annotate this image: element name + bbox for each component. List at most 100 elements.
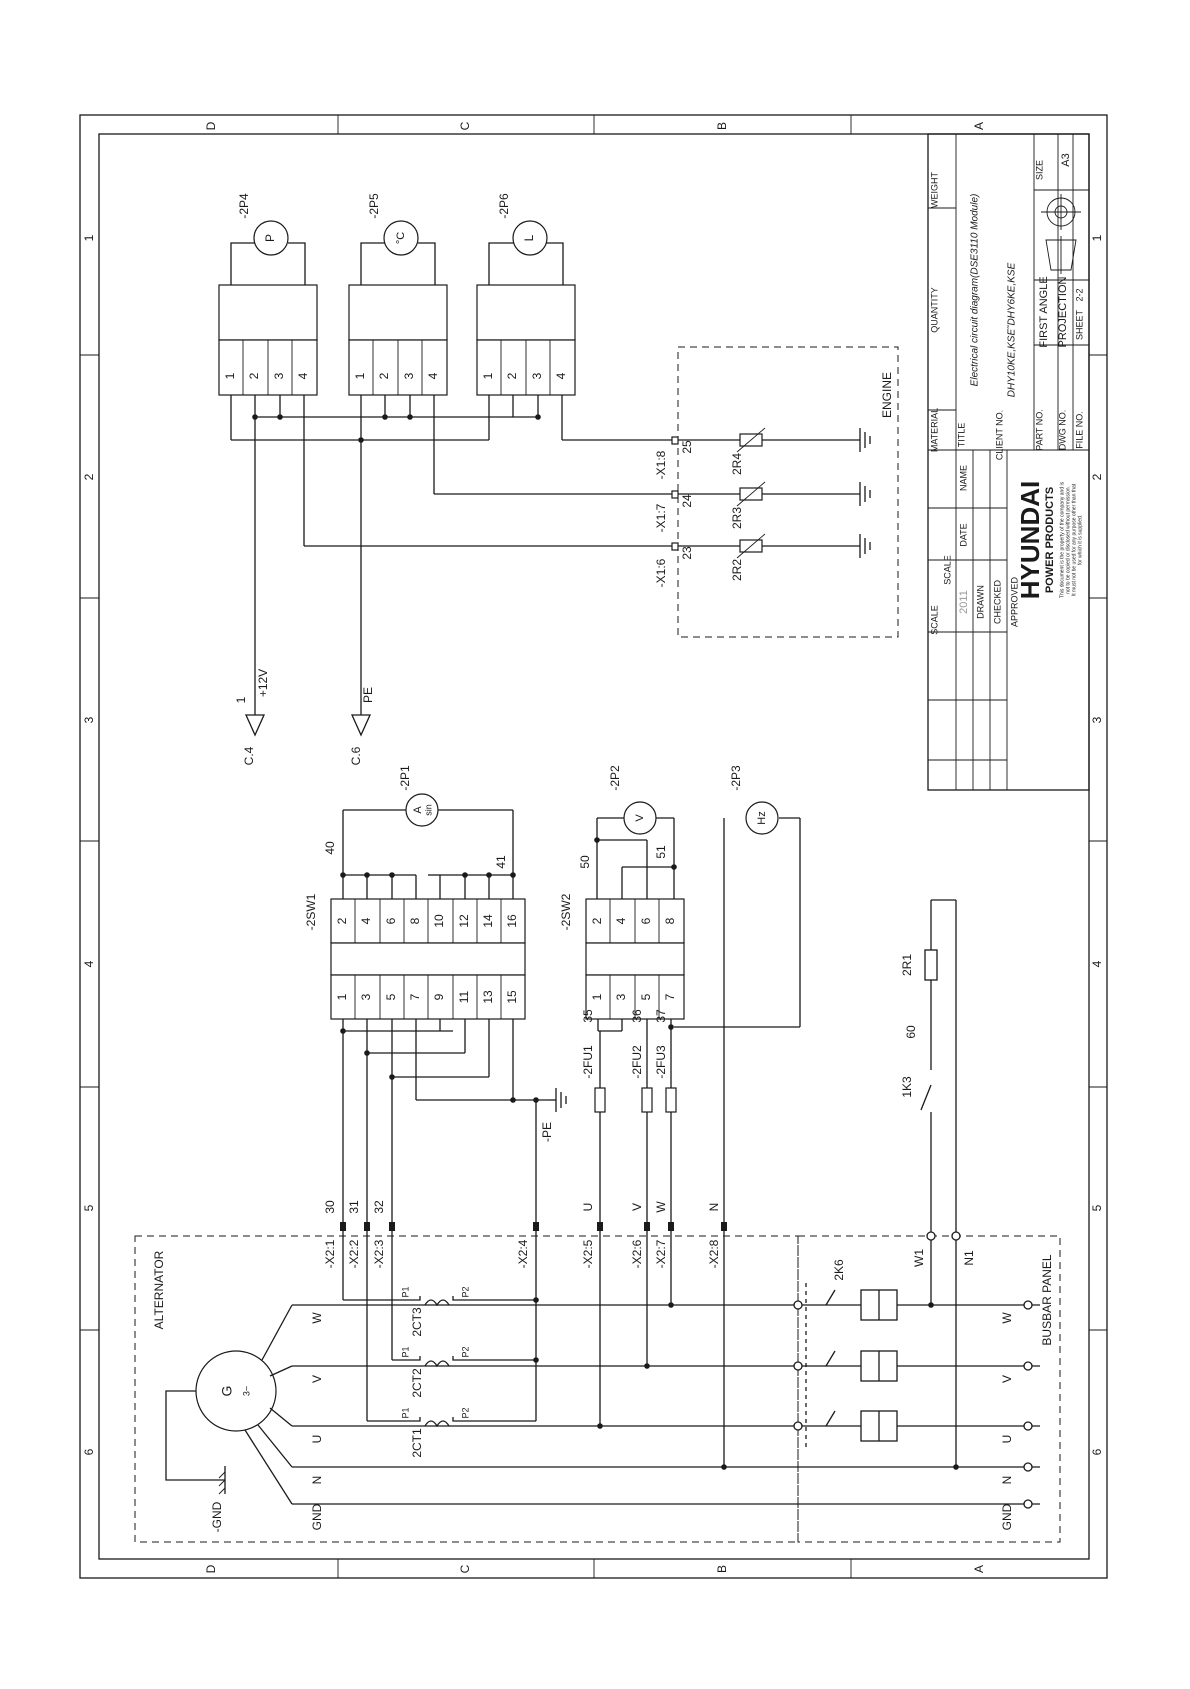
- busbar-phase-u: U: [1000, 1435, 1014, 1444]
- sensor-2p6-pin-4: 4: [554, 372, 568, 379]
- ct2-p1: P1: [400, 1346, 410, 1357]
- sensor-2p4-ref: -2P4: [237, 193, 251, 219]
- zone-1-right: 1: [1090, 234, 1104, 241]
- switch-2sw1: -2SW1 2 4 6 8 10 12 14 16 1 3 5 7 9 11 1…: [304, 872, 567, 1226]
- zone-b-top: B: [715, 122, 729, 130]
- generator-sub: 3~: [241, 1386, 251, 1396]
- outer-frame: [79, 114, 1108, 1579]
- resistor-2r1: 2R1: [900, 954, 914, 976]
- phase-n-label: N: [310, 1476, 324, 1485]
- sensor-2p4-symbol: P: [263, 234, 277, 242]
- tb-weight-head: WEIGHT: [929, 172, 939, 208]
- sensor-2p6-pin-1: 1: [481, 372, 495, 379]
- ct-2ct3: 2CT3: [410, 1307, 424, 1337]
- ct1-p1: P1: [400, 1407, 410, 1418]
- wire-30: 30: [323, 1200, 337, 1214]
- sensor-2p4-pin-2: 2: [247, 372, 261, 379]
- tb-checked: CHECKED: [992, 580, 1002, 625]
- resistor-2r4: 2R4: [730, 453, 744, 475]
- switch-2sw2: -2SW2 2 4 6 8 1 3 5 7: [559, 837, 685, 1226]
- sw1-top-pin-10: 10: [432, 914, 446, 928]
- sensor-wiring: [230, 395, 672, 715]
- zone-1-left: 1: [82, 234, 96, 241]
- sensor-2p4: P -2P4 1 2 3 4: [218, 193, 318, 396]
- wire-32: 32: [372, 1200, 386, 1214]
- sw1-bottom-pin-7: 7: [408, 993, 422, 1000]
- engine-branch-23: [671, 533, 871, 559]
- tb-notice-4: for which it is supplied.: [1077, 515, 1083, 565]
- ct3-p1: P1: [400, 1286, 410, 1297]
- wire-24: 24: [680, 494, 694, 508]
- engine-label: ENGINE: [880, 372, 894, 418]
- zone-c-top: C: [458, 121, 472, 130]
- zone-6-left: 6: [82, 1448, 96, 1455]
- zone-4-left: 4: [82, 960, 96, 967]
- sw2-top-pin-4: 4: [614, 917, 628, 924]
- alternator-label: ALTERNATOR: [152, 1250, 166, 1329]
- phase-w-label: W: [310, 1312, 324, 1324]
- tb-brand-sub: POWER PRODUCTS: [1044, 487, 1056, 593]
- fuse-2fu1: -2FU1: [581, 1045, 595, 1079]
- switch-2sw1-ref: -2SW1: [304, 893, 318, 930]
- tb-first-angle: FIRST ANGLE: [1038, 276, 1050, 347]
- zone-6-right: 6: [1090, 1448, 1104, 1455]
- terminal-strip-x2: -X2:1 -X2:2 -X2:3 -X2:4 -X2:5 -X2:6 -X2:…: [323, 1200, 727, 1268]
- sensor-2p5-pin-2: 2: [377, 372, 391, 379]
- zone-b-bottom: B: [715, 1565, 729, 1573]
- sensor-2p5-symbol: °C: [395, 232, 407, 244]
- engine-block: ENGINE: [654, 346, 899, 638]
- zone-2-left: 2: [82, 473, 96, 480]
- zone-ticks: [80, 115, 1107, 1578]
- zone-d-top: D: [204, 121, 218, 130]
- busbar-phase-w: W: [1000, 1312, 1014, 1324]
- wire-v: V: [630, 1203, 644, 1211]
- meter-2p1-symbol: A: [412, 806, 424, 814]
- ct3-p2: P2: [460, 1286, 470, 1297]
- n1-label: N1: [962, 1250, 976, 1266]
- zone-d-bottom: D: [204, 1564, 218, 1573]
- tb-title: Electrical circuit diagram(DSE3110 Modul…: [970, 194, 981, 387]
- wire-31: 31: [347, 1200, 361, 1214]
- meter-2p3-symbol: Hz: [756, 811, 768, 824]
- generator-symbol: G: [219, 1386, 235, 1397]
- busbar-phase-gnd: GND: [1000, 1503, 1014, 1530]
- engine-branch-24: [671, 481, 871, 507]
- terminal-x2-1: -X2:1: [323, 1239, 337, 1268]
- switch-2sw2-ref: -2SW2: [559, 893, 573, 930]
- alternator-block: ALTERNATOR G 3~ -GND W V U N GND: [134, 1231, 1061, 1543]
- meter-2p2-symbol: V: [634, 814, 646, 822]
- sw1-top-pin-12: 12: [457, 914, 471, 928]
- sw1-top-pin-2: 2: [335, 917, 349, 924]
- meter-2p1-ref: -2P1: [398, 765, 412, 791]
- terminal-x2-8: -X2:8: [707, 1239, 721, 1268]
- sw1-bottom-pin-9: 9: [432, 993, 446, 1000]
- projection-symbol: [1041, 194, 1081, 274]
- sw1-bottom-pin-11: 11: [457, 990, 471, 1003]
- ct-2ct2: 2CT2: [410, 1368, 424, 1398]
- tb-brand: HYUNDAI: [1015, 481, 1045, 599]
- sensor-2p6-symbol: L: [522, 234, 536, 241]
- wire-41: 41: [494, 855, 508, 869]
- tb-scale-label: SCALE: [942, 555, 952, 585]
- pe-label: -PE: [540, 1122, 554, 1142]
- busbar-phase-v: V: [1000, 1375, 1014, 1383]
- sw2-bottom-pin-5: 5: [639, 993, 653, 1000]
- sw1-top-pin-6: 6: [384, 917, 398, 924]
- engine-branch-25: [671, 427, 871, 453]
- title-block: SCALE SCALE 2011 DRAWN CHECKED APPROVED …: [927, 133, 1090, 791]
- supply-12v-ref: C.4: [242, 746, 256, 765]
- supply-12v-label: +12V: [256, 669, 270, 697]
- meter-2p2-ref: -2P2: [608, 765, 622, 791]
- busbar-panel: BUSBAR PANEL 2K6 W V U N GND: [793, 899, 1054, 1530]
- zone-5-left: 5: [82, 1204, 96, 1211]
- tb-file-head: FILE NO.: [1074, 411, 1084, 449]
- wire-37: 37: [654, 1009, 668, 1023]
- sw1-bottom-pin-3: 3: [359, 993, 373, 1000]
- busbar-label: BUSBAR PANEL: [1040, 1254, 1054, 1345]
- tb-client: DHY10KE,KSE˜DHY6KE,KSE: [1007, 262, 1018, 397]
- sw1-top-pin-4: 4: [359, 917, 373, 924]
- breaker-2k6: 2K6: [832, 1259, 846, 1281]
- terminal-x1-6: -X1:6: [654, 558, 668, 587]
- sw1-top-pin-16: 16: [505, 914, 519, 928]
- tb-part-head: PART NO.: [1034, 409, 1044, 451]
